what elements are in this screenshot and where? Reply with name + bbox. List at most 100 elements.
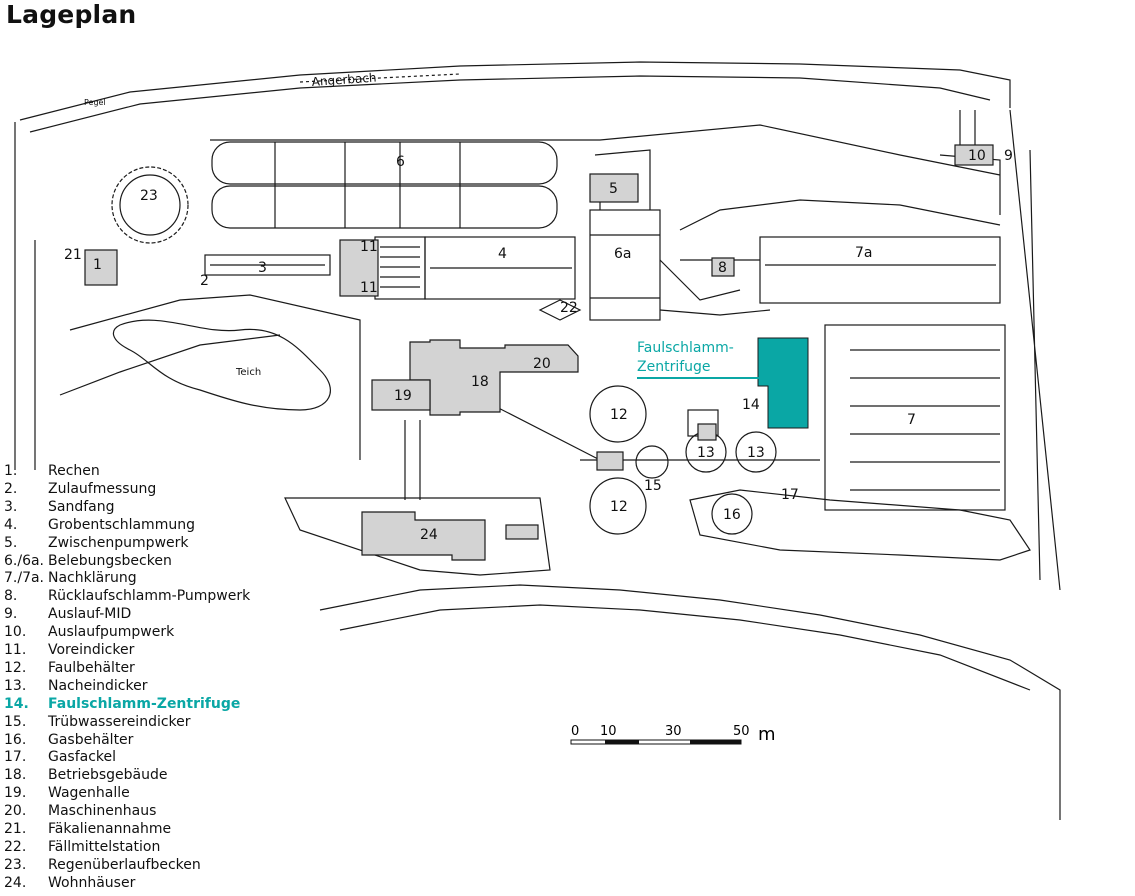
legend-item-number: 22.	[4, 838, 27, 855]
svg-text:12: 12	[610, 407, 628, 423]
svg-text:22: 22	[560, 300, 578, 316]
thickener-13-b	[735, 431, 777, 473]
digester-12-upper	[589, 385, 647, 443]
svg-text:6a: 6a	[614, 246, 632, 262]
legend-item-number: 14.	[4, 695, 29, 712]
legend-item-number: 11.	[4, 642, 27, 658]
page-title: Lageplan	[6, 0, 137, 29]
legend-item-label: Zwischenpumpwerk	[48, 534, 189, 551]
building-24	[361, 511, 486, 561]
legend-item-label: Betriebsgebäude	[48, 767, 168, 784]
svg-text:19: 19	[394, 388, 412, 404]
legend-item-label: Zulaufmessung	[48, 480, 157, 497]
legend-item-number: 19.	[4, 785, 27, 802]
label-pond: Teich	[235, 367, 261, 378]
legend-item-number: 17.	[4, 749, 27, 766]
svg-text:8: 8	[718, 260, 727, 276]
legend-item-label: Voreindicker	[48, 642, 135, 658]
tank-6a	[589, 209, 661, 321]
legend-item-label: Fäkalienannahme	[48, 821, 172, 837]
legend-item-number: 1.	[4, 463, 18, 479]
tank-7	[824, 324, 1006, 511]
legend-item-label: Wagenhalle	[48, 785, 130, 802]
legend-item-label: Nacheindicker	[48, 677, 148, 694]
tank-6-lower	[211, 185, 558, 229]
legend-item-label: Wohnhäuser	[48, 874, 136, 891]
gas-holder-16	[711, 493, 753, 535]
legend-item-number: 23.	[4, 856, 27, 873]
legend-item-label: Auslauf-MID	[48, 606, 132, 623]
svg-text:11: 11	[360, 280, 378, 296]
tank-6-upper	[211, 141, 558, 185]
svg-text:15: 15	[644, 478, 662, 494]
legend-item-number: 13.	[4, 677, 27, 694]
legend-item-number: 8.	[4, 588, 18, 605]
svg-text:0: 0	[571, 724, 579, 739]
svg-text:24: 24	[420, 527, 438, 543]
legend-item-number: 10.	[4, 624, 27, 641]
building-11	[339, 239, 379, 297]
svg-text:50: 50	[733, 724, 750, 739]
tank-7a	[759, 236, 1001, 304]
legend-item-label: Regenüberlaufbecken	[48, 856, 201, 873]
label-waterway: Angerbach	[311, 70, 377, 88]
label-gauge: Pegel	[84, 98, 106, 107]
legend-item-number: 21.	[4, 821, 27, 837]
building-18-group	[409, 339, 579, 416]
site-boundary	[14, 109, 1061, 591]
legend-item-label: Auslaufpumpwerk	[48, 624, 175, 641]
sandfang-3	[204, 254, 331, 276]
riverbank-south	[29, 75, 991, 133]
legend-item-label: Fällmittelstation	[48, 838, 161, 855]
svg-text:30: 30	[665, 724, 682, 739]
svg-text:14: 14	[742, 397, 760, 413]
svg-text:12: 12	[610, 499, 628, 515]
legend-item-number: 24.	[4, 874, 27, 891]
svg-text:18: 18	[471, 374, 489, 390]
legend-item-number: 5.	[4, 534, 18, 551]
legend-item-label: Gasbehälter	[48, 731, 134, 748]
legend-item-number: 3.	[4, 498, 18, 515]
svg-text:11: 11	[360, 239, 378, 255]
legend-item-number: 4.	[4, 516, 18, 533]
legend-item-label: Maschinenhaus	[48, 803, 157, 820]
svg-text:3: 3	[258, 260, 267, 276]
legend-item-number: 6./6a.	[4, 552, 45, 569]
thickener-15	[635, 445, 669, 479]
road	[69, 294, 361, 460]
svg-text:13: 13	[747, 445, 765, 461]
svg-text:5: 5	[609, 181, 618, 197]
legend-item-label: Gasfackel	[48, 749, 117, 766]
svg-text:7: 7	[907, 412, 916, 428]
svg-text:m: m	[758, 724, 776, 745]
svg-text:20: 20	[533, 356, 551, 372]
tank-23	[119, 174, 181, 236]
building-19	[371, 379, 431, 411]
svg-text:17: 17	[781, 487, 799, 503]
legend-item-label: Rücklaufschlamm-Pumpwerk	[48, 588, 251, 605]
legend-item-label: Faulbehälter	[48, 659, 135, 676]
building-5	[589, 173, 639, 203]
svg-text:13: 13	[697, 445, 715, 461]
legend-item-number: 12.	[4, 659, 27, 676]
legend-item-label: Rechen	[48, 463, 100, 479]
svg-text:10: 10	[968, 148, 986, 164]
svg-text:21: 21	[64, 247, 82, 263]
svg-text:4: 4	[498, 246, 507, 262]
svg-text:10: 10	[600, 724, 617, 739]
south-embankment	[319, 584, 1061, 820]
legend-item-number: 18.	[4, 767, 27, 784]
pond-outline	[112, 319, 331, 411]
legend-item-label: Sandfang	[48, 498, 115, 515]
legend-item-number: 16.	[4, 731, 27, 748]
digester-12-lower	[589, 477, 647, 535]
legend-item-label: Faulschlamm-Zentrifuge	[48, 695, 241, 712]
riverbank-north	[19, 61, 1011, 121]
callout-text-line2: Zentrifuge	[637, 359, 711, 375]
callout-text-line1: Faulschlamm-	[637, 340, 734, 356]
building-14-highlight	[757, 337, 809, 429]
svg-text:1: 1	[93, 257, 102, 273]
legend-item-number: 7./7a.	[4, 570, 45, 587]
legend-item-label: Nachklärung	[48, 570, 137, 587]
